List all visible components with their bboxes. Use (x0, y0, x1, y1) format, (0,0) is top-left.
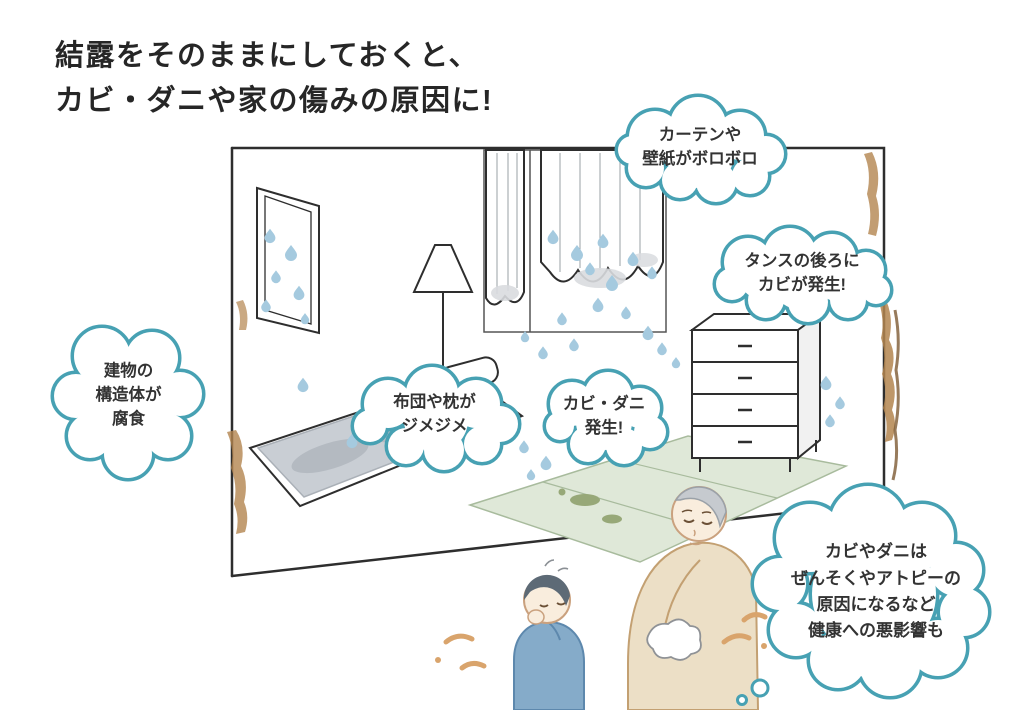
window-and-curtains (483, 149, 667, 333)
bubble-text: 建物の 構造体が 腐食 (95, 362, 162, 428)
closed-eyes (683, 519, 713, 525)
closed-eyes (539, 602, 566, 608)
bubble-structure-decay: 建物の 構造体が 腐食 (46, 312, 211, 482)
title-line-2: カビ・ダニや家の傷みの原因に! (55, 84, 494, 117)
cloud-shape (542, 368, 670, 468)
cloud-tail-puffs (736, 678, 770, 706)
room-outline (230, 146, 886, 578)
cough-puffs (435, 612, 768, 671)
cloud-shape (614, 93, 788, 206)
bubble-mold-behind-dresser: タンスの後ろに カビが発生! (702, 224, 902, 326)
bubble-text: タンスの後ろに カビが発生! (744, 252, 860, 294)
boy (513, 559, 585, 710)
cloud-shape (712, 224, 894, 326)
bubble-text: カビ・ダニ 発生! (562, 395, 646, 437)
title-line-1: 結露をそのままにしておくと、 (55, 40, 480, 72)
hand-on-nose (527, 609, 545, 625)
tissue (646, 618, 702, 661)
bubble-text: 布団や枕が ジメジメ (393, 393, 476, 435)
gray-hair (674, 486, 727, 529)
cloud-shape (350, 363, 522, 474)
bubble-damp-futon: 布団や枕が ジメジメ (342, 360, 527, 474)
elderly-man (627, 486, 760, 710)
wall-stains (227, 152, 900, 534)
bubble-text: カーテンや 壁紙がボロボロ (642, 126, 758, 168)
left-curtain (485, 149, 525, 306)
bubble-mold-mites: カビ・ダニ 発生! (534, 366, 674, 468)
page-title: 結露をそのままにしておくと、 カビ・ダニや家の傷みの原因に! (55, 34, 493, 124)
dresser (688, 312, 824, 472)
cloud-shape (750, 482, 992, 700)
cloud-shape (50, 324, 206, 482)
drawer-handles (738, 344, 752, 444)
bubble-text: カビやダニは ぜんそくやアトピーの 原因になるなど 健康への悪影響も (791, 542, 961, 641)
boy-hair (523, 574, 570, 606)
bubble-curtain-wallpaper: カーテンや 壁紙がボロボロ (610, 92, 790, 206)
bubble-health-effects: カビやダニは ぜんそくやアトピーの 原因になるなど 健康への悪影響も (748, 478, 1004, 706)
